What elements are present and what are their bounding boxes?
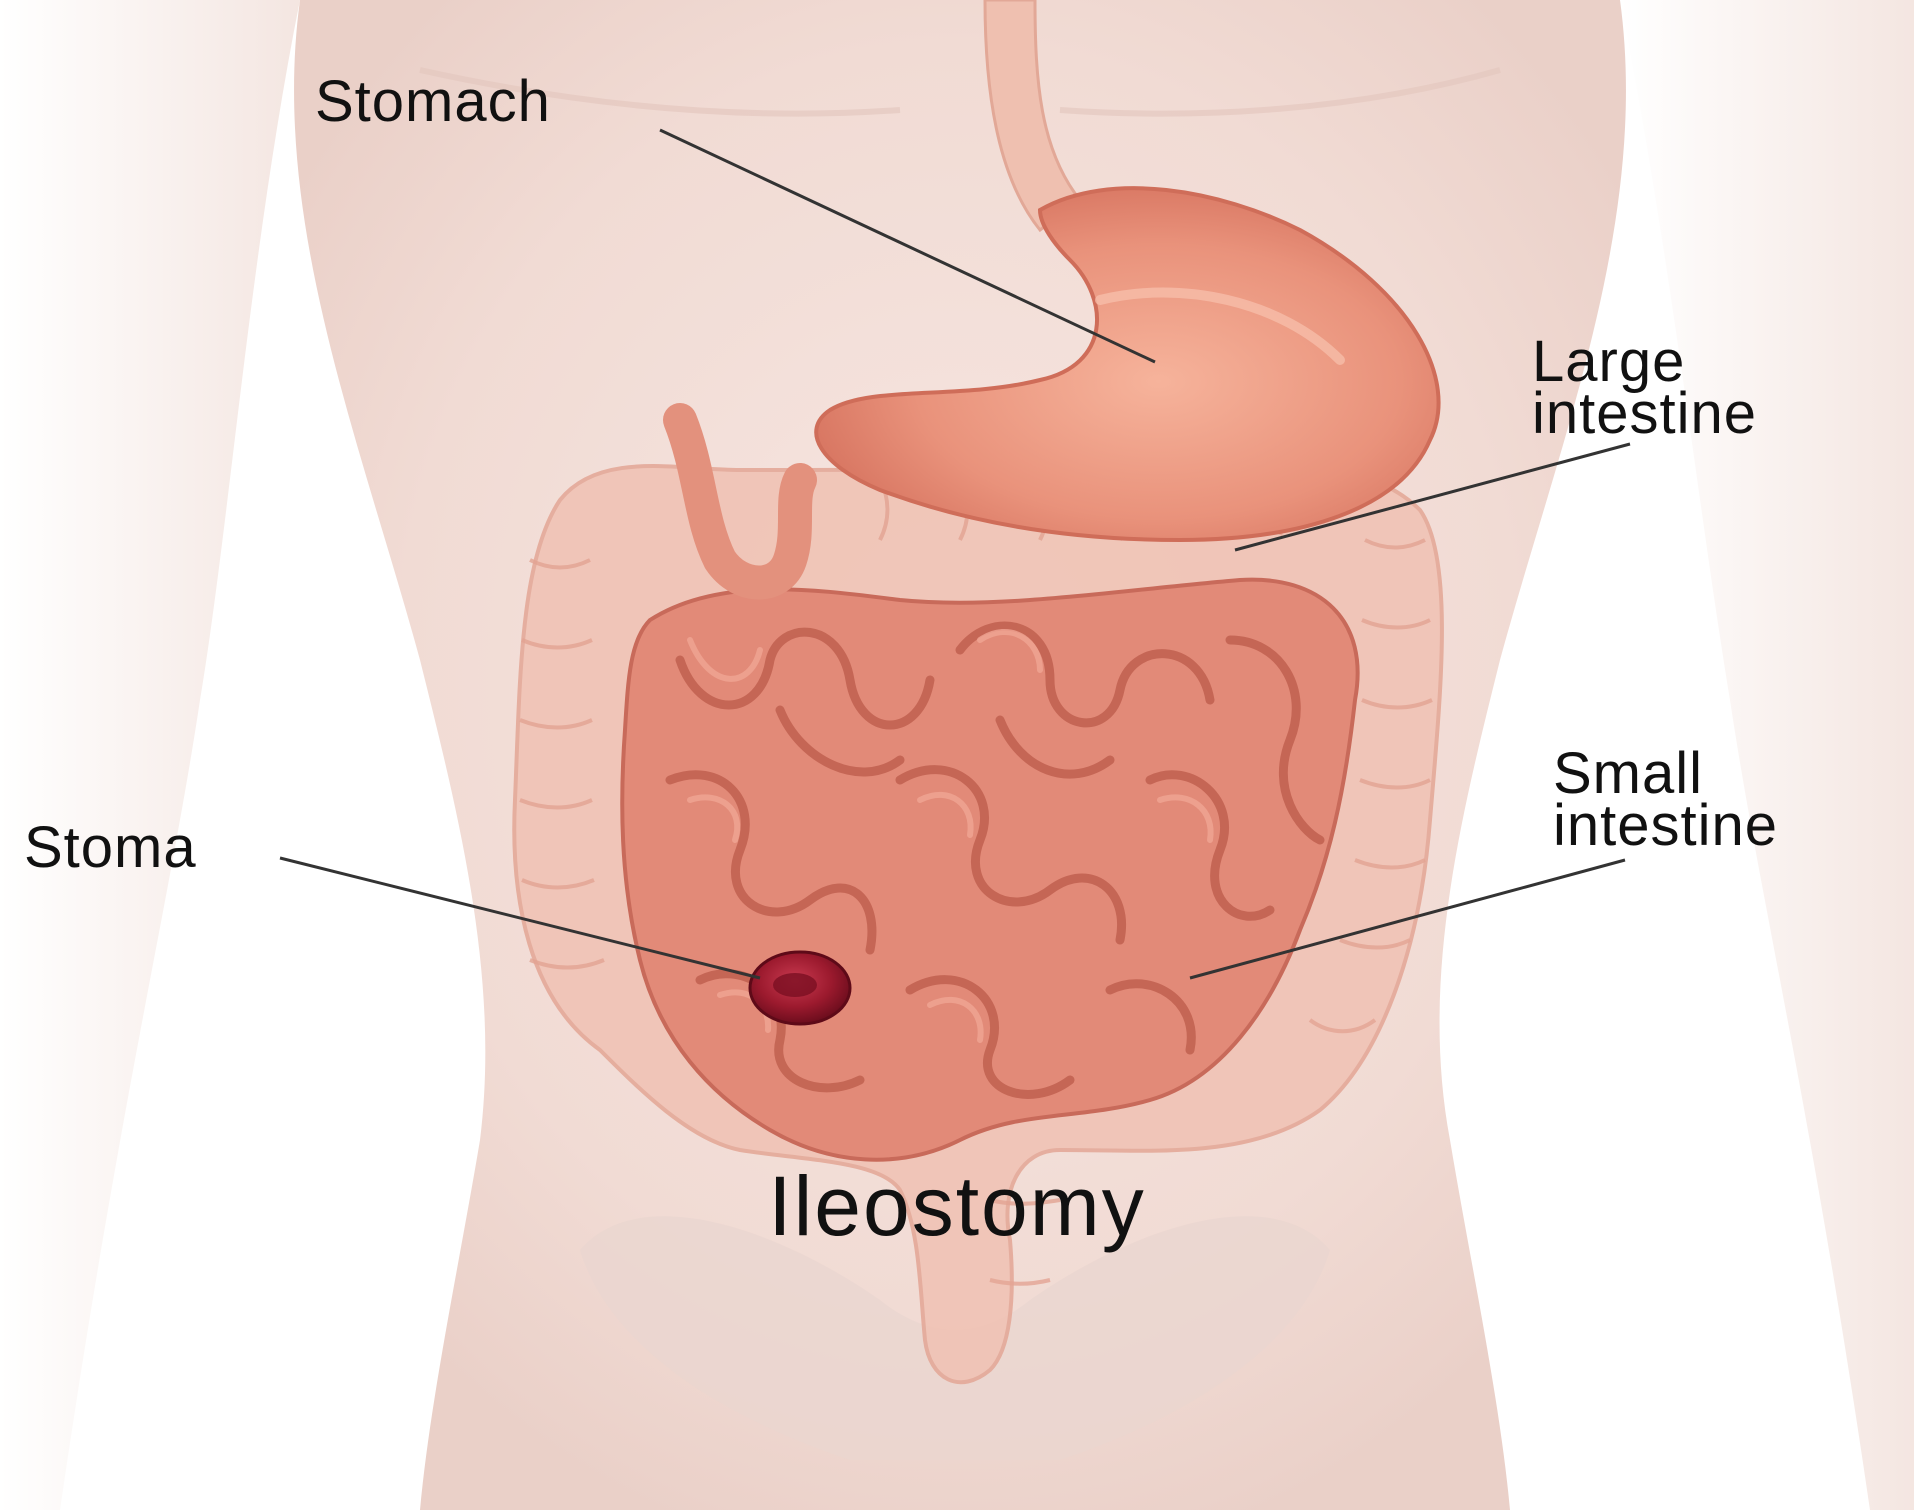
small-intestine-label: Small intestine	[1553, 741, 1779, 858]
small-intestine-label-line-1: Small	[1553, 741, 1704, 806]
stomach-leader-line	[659, 128, 1156, 364]
large-intestine-label-line-1: Large	[1532, 329, 1686, 394]
large-intestine-label-line-2: intestine	[1532, 381, 1758, 446]
small-intestine-leader-line	[1189, 858, 1626, 980]
large-intestine-label: Large intestine	[1532, 329, 1758, 446]
stomach-label: Stomach	[315, 69, 551, 134]
stoma-label: Stoma	[24, 815, 197, 880]
small-intestine-label-line-2: intestine	[1553, 793, 1779, 858]
right-arm	[1620, 0, 1914, 1510]
stomach	[814, 186, 1441, 543]
duodenum	[663, 403, 817, 600]
stoma-leader-line	[279, 856, 761, 980]
left-arm	[0, 0, 300, 1510]
diagram-caption: Ileostomy	[768, 1159, 1146, 1253]
large-intestine-leader-line	[1234, 442, 1631, 552]
